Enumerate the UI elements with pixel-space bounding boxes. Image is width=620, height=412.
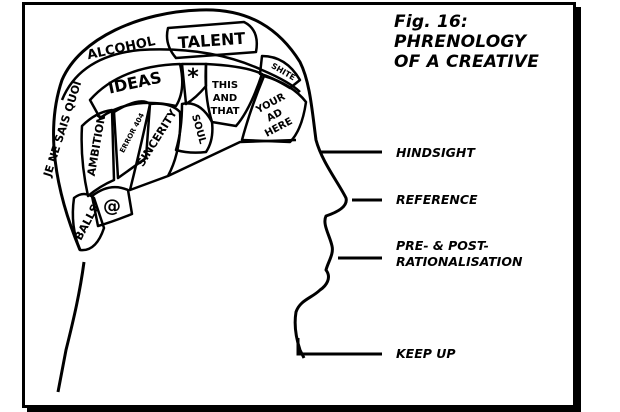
region-talent xyxy=(165,20,258,60)
region-at-sign xyxy=(90,185,134,228)
label-asterisk: * xyxy=(187,65,199,90)
callout-reference: REFERENCE xyxy=(396,192,478,207)
label-that: THAT xyxy=(211,106,240,117)
region-lower-band xyxy=(167,138,297,178)
callout-keep-up: KEEP UP xyxy=(396,346,456,361)
label-ambition: AMBITION xyxy=(85,114,109,177)
label-soul: SOUL xyxy=(189,113,208,146)
figure-caption: Fig. 16: PHRENOLOGY OF A CREATIVE xyxy=(394,12,539,72)
figure-title-line2: OF A CREATIVE xyxy=(394,52,540,72)
label-ideas: IDEAS xyxy=(106,68,163,98)
label-talent: TALENT xyxy=(177,29,246,53)
region-error-404 xyxy=(112,100,152,180)
figure-number: Fig. 16: xyxy=(394,12,469,32)
callout-rationalisation: PRE- & POST- RATIONALISATION xyxy=(396,238,522,270)
label-and: AND xyxy=(213,93,237,104)
region-inner-arc xyxy=(60,48,301,101)
region-sincerity xyxy=(128,102,182,192)
region-ambition xyxy=(80,108,116,198)
label-error-404: ERROR 404 xyxy=(118,112,146,155)
label-alcohol: ALCOHOL xyxy=(86,34,157,63)
label-this: THIS xyxy=(212,80,238,91)
figure-title-line1: PHRENOLOGY xyxy=(394,32,527,52)
callout-hindsight: HINDSIGHT xyxy=(396,145,475,160)
callout-rationalisation-line2: RATIONALISATION xyxy=(396,254,523,269)
region-this-and-that xyxy=(204,62,264,128)
region-balls xyxy=(71,192,106,252)
region-your-ad-here xyxy=(240,74,308,144)
leader-keep-up xyxy=(296,338,382,356)
region-soul xyxy=(174,102,214,154)
callout-rationalisation-line1: PRE- & POST- xyxy=(396,238,489,253)
label-je-ne-sais-quoi: JE NE SAIS QUOI xyxy=(41,79,85,179)
label-at-sign: @ xyxy=(103,196,121,217)
head-outline xyxy=(52,8,348,393)
